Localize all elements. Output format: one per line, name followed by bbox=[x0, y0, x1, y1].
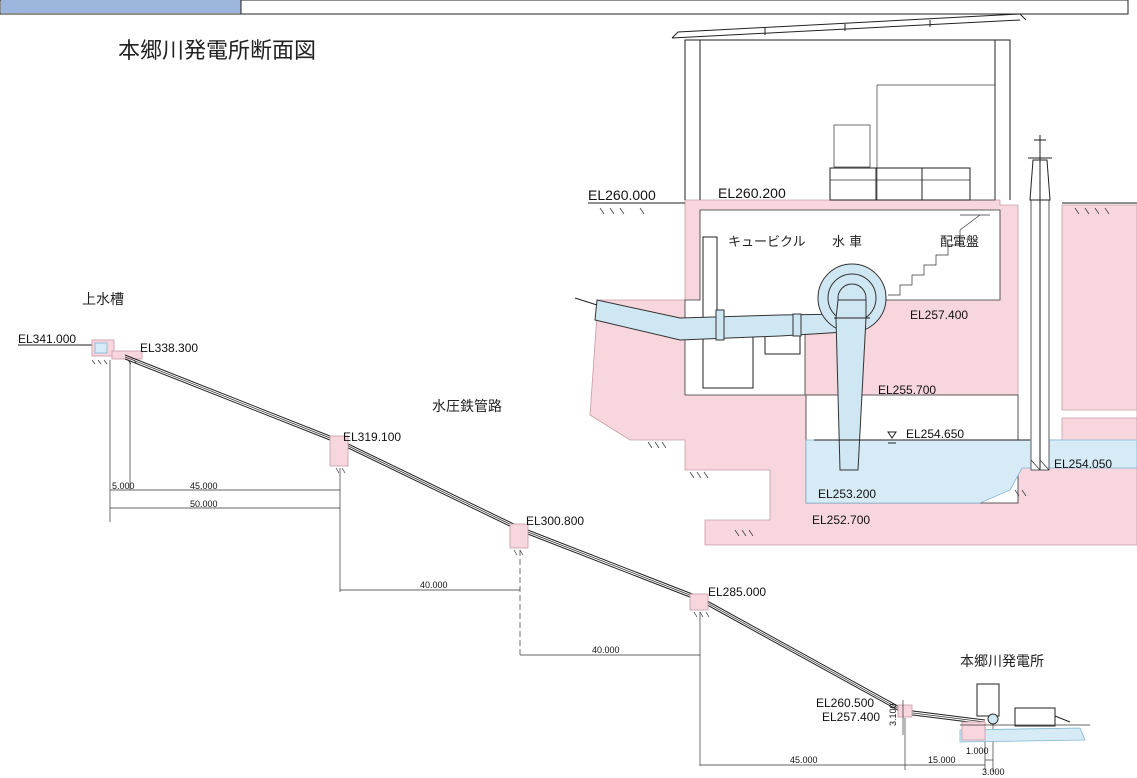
station-label: 本郷川発電所 bbox=[960, 654, 1044, 670]
dim-45-b: 45.000 bbox=[790, 755, 818, 765]
small-powerhouse bbox=[959, 683, 1090, 743]
dim-5: 5.000 bbox=[112, 481, 135, 491]
el300-label: EL300.800 bbox=[526, 514, 584, 528]
ground-el-label: EL260.000 bbox=[588, 187, 656, 203]
floor-el-label: EL260.200 bbox=[718, 185, 786, 201]
anchor-block-2 bbox=[509, 523, 529, 549]
el257-4-label: EL257.400 bbox=[910, 308, 968, 322]
penstock-profile bbox=[18, 339, 994, 772]
el252-7-label: EL252.700 bbox=[812, 513, 870, 527]
penstock-label: 水圧鉄管路 bbox=[432, 399, 502, 415]
dim-1: 1.000 bbox=[966, 746, 989, 756]
el341-label: EL341.000 bbox=[18, 332, 76, 346]
dim-15: 15.000 bbox=[928, 755, 956, 765]
anchor-block-4 bbox=[897, 704, 913, 718]
upper-tank-label: 上水槽 bbox=[82, 292, 124, 308]
el257-4-small-label: EL257.400 bbox=[822, 710, 880, 724]
el260-5-label: EL260.500 bbox=[816, 696, 874, 710]
dim-40-a: 40.000 bbox=[420, 580, 448, 590]
drawing-title: 本郷川発電所断面図 bbox=[118, 39, 316, 64]
panel-label: 配電盤 bbox=[940, 235, 979, 250]
el319-label: EL319.100 bbox=[343, 430, 401, 444]
dim-3-1: 3.100 bbox=[888, 703, 898, 726]
dim-40-b: 40.000 bbox=[592, 645, 620, 655]
el255-7-label: EL255.700 bbox=[878, 383, 936, 397]
turbine-label: 水 車 bbox=[832, 235, 862, 250]
el254-65-label: EL254.650 bbox=[906, 427, 964, 441]
anchor-block-1 bbox=[329, 435, 349, 467]
el285-label: EL285.000 bbox=[708, 585, 766, 599]
dim-50: 50.000 bbox=[190, 499, 218, 509]
el253-2-label: EL253.200 bbox=[818, 487, 876, 501]
header-cell-filled bbox=[1, 0, 241, 13]
tailrace-water bbox=[805, 439, 1137, 504]
anchor-block-3 bbox=[689, 593, 709, 611]
dim-45-a: 45.000 bbox=[190, 481, 218, 491]
el254-05-label: EL254.050 bbox=[1054, 457, 1112, 471]
powerhouse-section bbox=[574, 13, 1137, 546]
header-table bbox=[0, 0, 1129, 15]
cubicle-label: キュービクル bbox=[728, 235, 806, 250]
dim-3: 3.000 bbox=[982, 767, 1005, 777]
el338-label: EL338.300 bbox=[140, 341, 198, 355]
